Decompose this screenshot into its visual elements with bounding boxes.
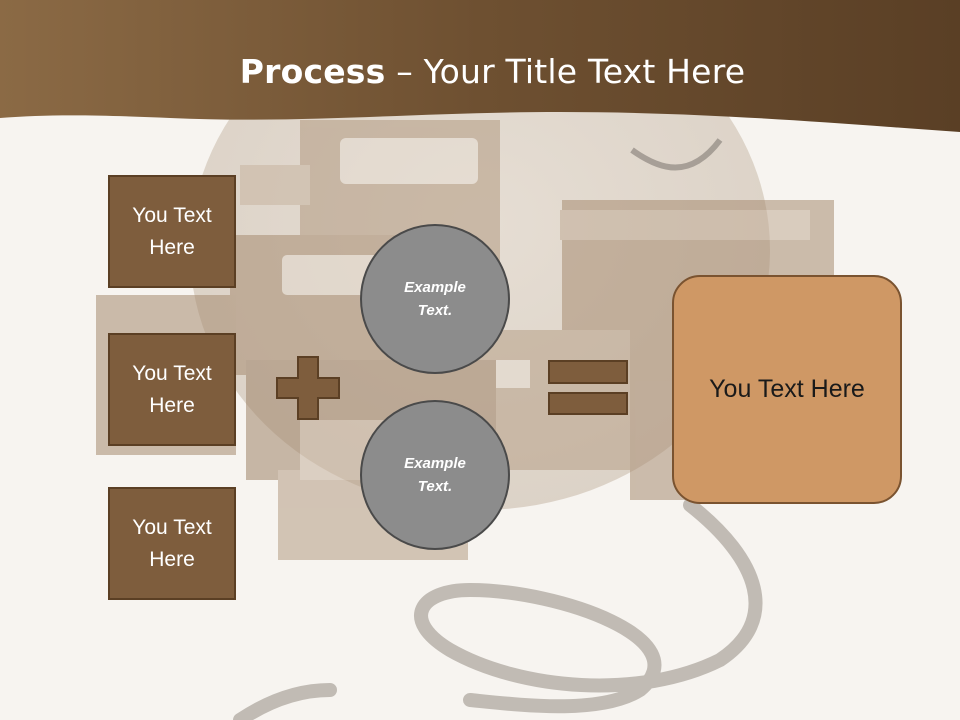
slide-title: Process – Your Title Text Here: [0, 52, 960, 91]
input-box-1: You Text Here: [108, 175, 236, 288]
example-circle-1: Example Text.: [360, 224, 510, 374]
example-circle-2: Example Text.: [360, 400, 510, 550]
input-box-label: You Text Here: [132, 361, 212, 417]
slide-title-bold: Process: [239, 52, 386, 91]
input-box-label: You Text Here: [132, 515, 212, 571]
slide-title-rest: Your Title Text Here: [423, 52, 746, 91]
result-box: You Text Here: [672, 275, 902, 504]
plus-icon: [276, 356, 340, 420]
input-box-2: You Text Here: [108, 333, 236, 446]
example-circle-label: Example Text.: [404, 279, 466, 319]
input-box-3: You Text Here: [108, 487, 236, 600]
input-box-label: You Text Here: [132, 203, 212, 259]
result-box-label: You Text Here: [709, 375, 865, 403]
example-circle-label: Example Text.: [404, 455, 466, 495]
slide-title-dash: –: [385, 52, 424, 91]
equals-icon: [548, 360, 628, 415]
